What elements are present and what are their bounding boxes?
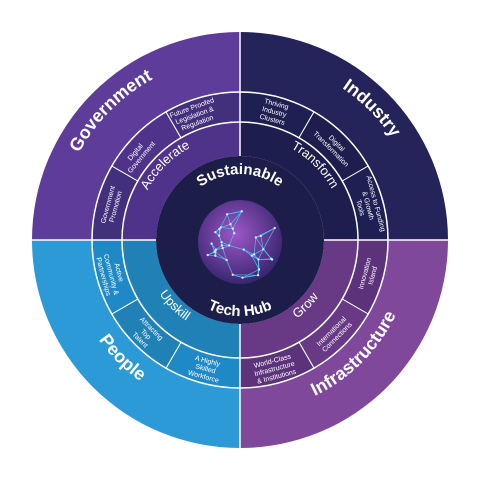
- network-node: [214, 250, 217, 254]
- network-link: [251, 255, 259, 260]
- network-link: [255, 237, 264, 250]
- network-link: [220, 223, 231, 228]
- network-node: [233, 232, 236, 235]
- pillar-band-government: [122, 122, 240, 240]
- network-link: [263, 227, 276, 250]
- network-link: [226, 214, 231, 225]
- network-node: [270, 258, 274, 261]
- network-link: [207, 254, 216, 257]
- network-link: [263, 248, 272, 260]
- quadrant-outer-people: [32, 240, 240, 448]
- network-node: [220, 244, 224, 247]
- network-node: [273, 226, 276, 230]
- network-link: [207, 251, 216, 256]
- network-link: [215, 255, 227, 261]
- network-link: [228, 233, 235, 246]
- network-link: [220, 214, 228, 228]
- network-link: [221, 241, 230, 246]
- network-node: [250, 254, 254, 257]
- network-link: [253, 237, 257, 255]
- network-node: [262, 247, 265, 251]
- network-node: [256, 273, 260, 277]
- network-node: [206, 253, 209, 257]
- network-link: [243, 249, 255, 255]
- network-link: [232, 274, 243, 278]
- network-link: [258, 259, 260, 270]
- network-node: [241, 276, 244, 279]
- network-globe-icon: [198, 200, 282, 284]
- hub-title-bottom: Tech Hub: [206, 297, 274, 320]
- network-node: [214, 248, 218, 251]
- network-link: [242, 274, 259, 278]
- network-link: [243, 249, 253, 256]
- network-link: [242, 269, 260, 278]
- network-link: [215, 245, 223, 250]
- network-link: [227, 211, 242, 215]
- network-link: [226, 259, 234, 275]
- cell-label-industry-3: Access to Funding& GrowthTools: [349, 175, 386, 237]
- network-node: [217, 234, 221, 237]
- network-node: [231, 273, 234, 277]
- network-node: [227, 244, 231, 247]
- network-node: [257, 258, 260, 261]
- network-link: [260, 235, 264, 250]
- network-node: [214, 254, 217, 257]
- network-node: [252, 253, 256, 256]
- pillar-band-industry: [240, 122, 358, 240]
- quadrant-outer-infrastructure: [240, 240, 448, 448]
- network-node: [242, 248, 246, 251]
- network-node: [210, 242, 213, 245]
- network-node: [257, 268, 261, 271]
- pillar-band-people: [122, 240, 240, 358]
- network-node: [231, 227, 235, 230]
- network-node: [229, 223, 232, 226]
- network-link: [258, 249, 264, 260]
- network-node: [240, 210, 243, 213]
- network-node: [259, 234, 263, 238]
- network-link: [220, 227, 233, 230]
- network-node: [219, 226, 222, 229]
- network-link: [230, 211, 242, 225]
- network-node: [214, 230, 217, 234]
- network-link: [251, 255, 260, 270]
- pillar-band-infrastructure: [240, 240, 358, 358]
- network-node: [221, 246, 224, 250]
- globe-sphere: [198, 200, 282, 284]
- network-link: [232, 211, 243, 229]
- diagram-rings: [32, 32, 448, 448]
- network-link: [253, 248, 264, 255]
- quadrant-outer-government: [32, 32, 240, 240]
- network-node: [225, 258, 228, 262]
- network-node: [218, 227, 221, 231]
- network-node: [220, 240, 223, 244]
- quadrant-outer-industry: [240, 32, 448, 240]
- network-link: [222, 248, 227, 261]
- network-link: [260, 227, 275, 237]
- cell-label-people-3: ActiveCommunity &Partnerships: [94, 251, 127, 298]
- network-node: [254, 236, 258, 239]
- network-link: [229, 245, 244, 250]
- network-node: [225, 213, 229, 216]
- network-link: [215, 251, 227, 261]
